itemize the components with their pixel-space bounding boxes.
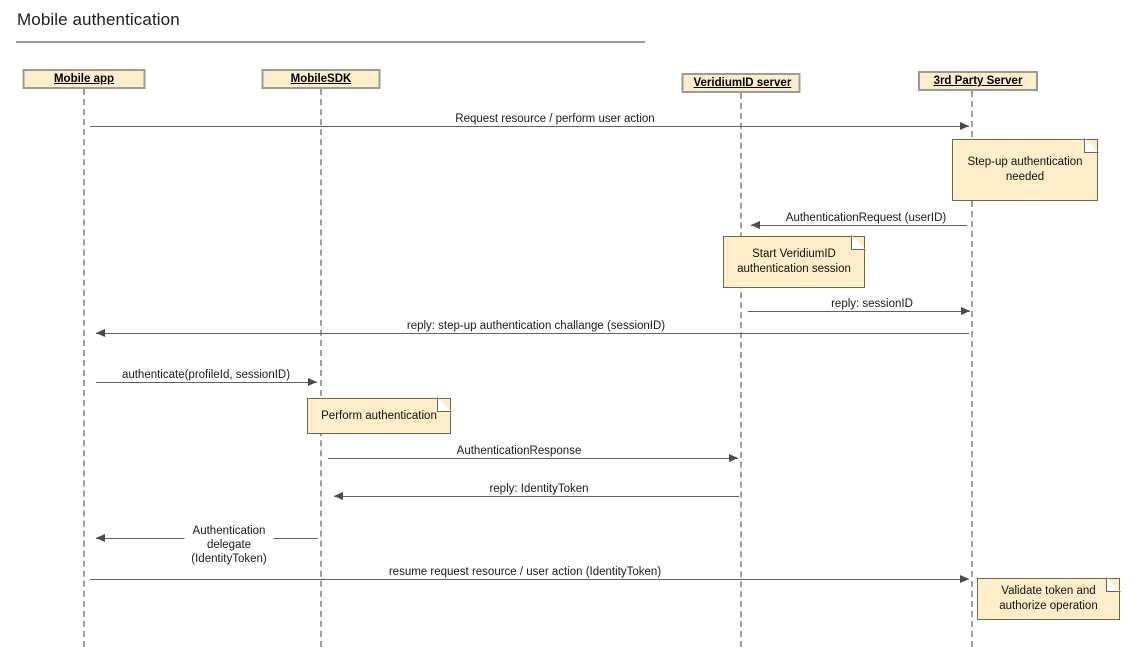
arrowhead-left-icon <box>751 220 760 229</box>
message-line <box>90 126 969 127</box>
message-label: reply: step-up authentication challange … <box>401 319 671 333</box>
note-perform-authentication: Perform authentication <box>307 397 452 434</box>
message-label: Authentication delegate (IdentityToken) <box>184 524 274 566</box>
message-label-line2: (IdentityToken) <box>191 553 267 565</box>
note-validate-token: Validate token and authorize operation <box>977 577 1121 620</box>
message-label: reply: sessionID <box>826 297 918 311</box>
arrowhead-right-icon <box>960 574 969 583</box>
note-step-up-needed: Step-up authentication needed <box>952 138 1099 201</box>
message-line <box>328 458 738 459</box>
note-line2: needed <box>1005 171 1045 183</box>
participant-label: MobileSDK <box>290 73 352 85</box>
message-line <box>334 496 739 497</box>
note-line2: authorize operation <box>999 600 1098 612</box>
arrowhead-left-icon <box>96 533 105 542</box>
message-line <box>96 333 969 334</box>
message-label: AuthenticationResponse <box>451 444 587 458</box>
note-fold-corner-icon <box>851 235 866 250</box>
participant-label: 3rd Party Server <box>933 75 1023 87</box>
message-label: reply: IdentityToken <box>484 482 594 496</box>
note-line1: Start VeridiumID <box>752 248 836 260</box>
note-start-veridiumid-session: Start VeridiumID authentication session <box>723 235 866 288</box>
note-fold-corner-icon <box>1084 138 1099 153</box>
message-label: Request resource / perform user action <box>450 112 660 126</box>
message-label: authenticate(profileId, sessionID) <box>116 368 296 382</box>
participant-veridiumid-server[interactable]: VeridiumID server <box>681 73 801 93</box>
arrowhead-left-icon <box>334 491 343 500</box>
note-line1: Step-up authentication <box>967 156 1083 168</box>
note-line1: Perform authentication <box>321 409 437 422</box>
arrowhead-right-icon <box>308 377 317 386</box>
note-fold-corner-icon <box>1106 577 1121 592</box>
arrowhead-right-icon <box>729 453 738 462</box>
arrowhead-left-icon <box>96 328 105 337</box>
participant-label: Mobile app <box>53 73 115 85</box>
arrowhead-right-icon <box>960 121 969 130</box>
page-title: Mobile authentication <box>17 10 180 29</box>
message-line <box>96 382 317 383</box>
participant-third-party-server[interactable]: 3rd Party Server <box>918 71 1038 91</box>
arrowhead-right-icon <box>961 306 970 315</box>
message-line <box>90 579 969 580</box>
participant-mobile-sdk[interactable]: MobileSDK <box>261 69 381 89</box>
lifeline-veridiumid-server <box>740 93 742 647</box>
note-fold-corner-icon <box>437 397 452 412</box>
message-line <box>751 225 967 226</box>
message-label: AuthenticationRequest (userID) <box>780 211 952 225</box>
message-line <box>748 311 970 312</box>
participant-mobile-app[interactable]: Mobile app <box>22 69 146 89</box>
message-label-line1: Authentication delegate <box>192 525 266 551</box>
title-divider <box>16 41 645 43</box>
message-label: resume request resource / user action (I… <box>383 565 667 579</box>
note-line2: authentication session <box>737 263 851 275</box>
lifeline-mobile-sdk <box>320 89 322 647</box>
lifeline-third-party-server <box>971 91 973 647</box>
participant-label: VeridiumID server <box>693 77 792 89</box>
lifeline-mobile-app <box>83 89 85 647</box>
note-line1: Validate token and <box>1001 585 1096 597</box>
